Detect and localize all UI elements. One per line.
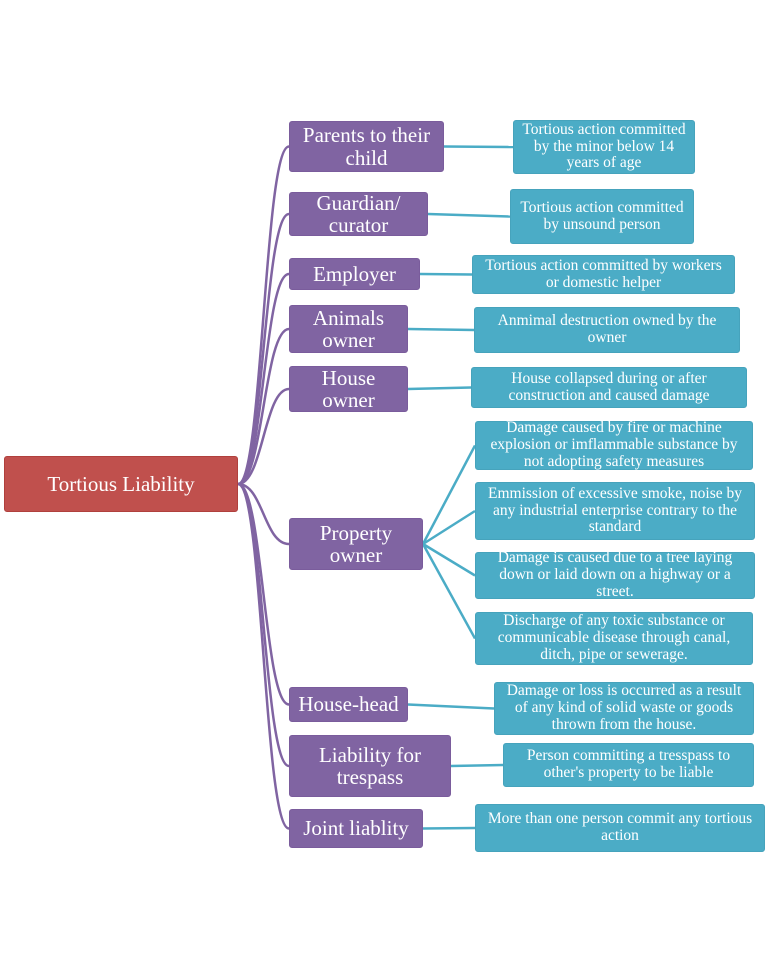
description-node: Anmimal destruction owned by the owner: [474, 307, 740, 353]
category-to-description-connector: [419, 272, 473, 276]
root-to-category-connector: [237, 327, 290, 486]
root-to-category-connector: [237, 212, 290, 486]
description-node: House collapsed during or after construc…: [471, 367, 747, 408]
description-node: Discharge of any toxic substance or comm…: [475, 612, 753, 665]
description-node: Damage or loss is occurred as a result o…: [494, 682, 754, 735]
category-to-description-connector: [427, 212, 511, 218]
category-node-employer: Employer: [289, 258, 420, 290]
description-node: Damage is caused due to a tree laying do…: [475, 550, 755, 600]
root-to-category-connector: [237, 482, 290, 830]
category-node-guardian: Guardian/ curator: [289, 192, 428, 236]
description-node: More than one person commit any tortious…: [475, 804, 765, 852]
category-to-description-connector: [407, 386, 472, 391]
category-node-trespass: Liability for trespass: [289, 735, 451, 797]
description-node: Tortious action committed by workers or …: [472, 255, 735, 294]
description-node: Emmission of excessive smoke, noise by a…: [475, 482, 755, 540]
description-node: Person committing a tresspass to other's…: [503, 743, 754, 787]
root-to-category-connector: [237, 482, 290, 546]
category-to-description-connector: [422, 826, 476, 830]
category-node-parents: Parents to their child: [289, 121, 444, 172]
category-to-description-connector: [450, 763, 504, 768]
description-node: Damage caused by fire or machine explosi…: [475, 420, 753, 470]
category-node-property-owner: Property owner: [289, 518, 423, 570]
category-to-description-connector: [407, 703, 495, 710]
root-to-category-connector: [237, 482, 290, 768]
category-node-house-head: House-head: [289, 687, 408, 722]
category-to-description-connector: [422, 542, 476, 577]
root-node: Tortious Liability: [4, 456, 238, 512]
category-to-description-connector: [443, 145, 514, 149]
category-node-joint-liability: Joint liablity: [289, 809, 423, 848]
category-to-description-connector: [422, 509, 476, 546]
root-to-category-connector: [237, 387, 290, 486]
category-node-animals-owner: Animals owner: [289, 305, 408, 353]
category-to-description-connector: [421, 444, 477, 545]
description-node: Tortious action committed by the minor b…: [513, 120, 695, 174]
category-node-house-owner: House owner: [289, 366, 408, 412]
description-node: Tortious action committed by unsound per…: [510, 189, 694, 244]
root-to-category-connector: [237, 272, 290, 486]
category-to-description-connector: [407, 327, 475, 332]
category-to-description-connector: [421, 543, 477, 640]
